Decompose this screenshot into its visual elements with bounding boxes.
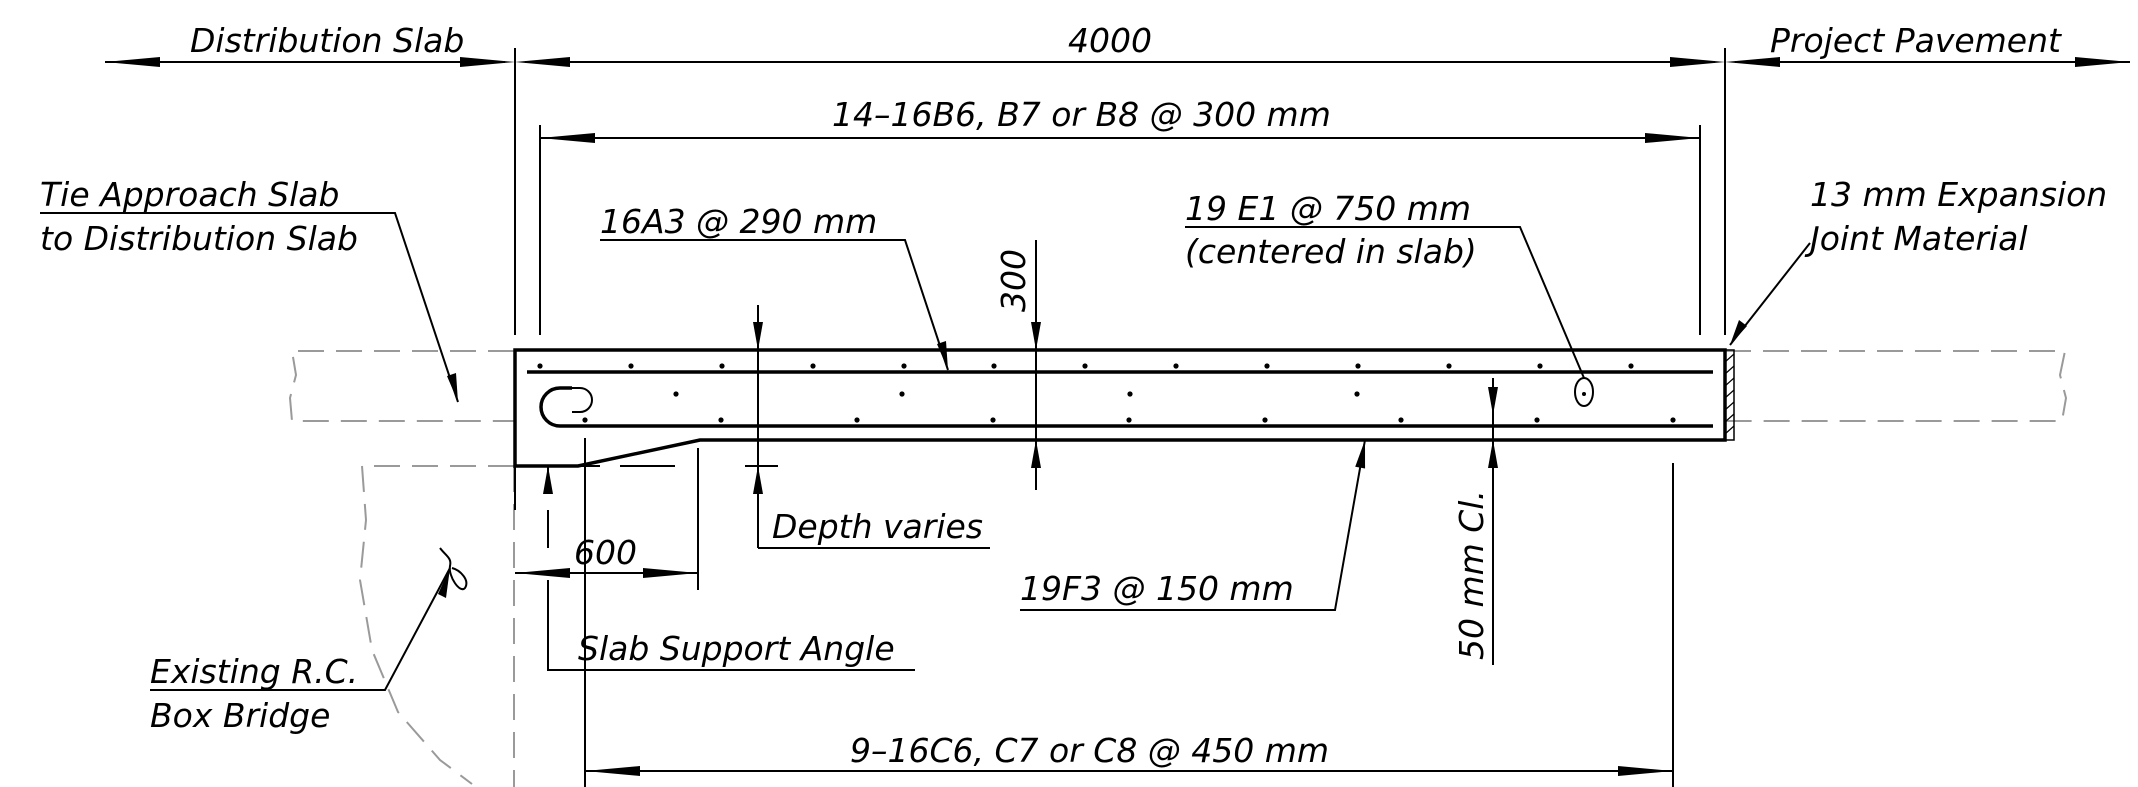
label-tie-line1: Tie Approach Slab [40,175,339,214]
top-bar-dot [810,363,816,369]
adjacent-slabs-outline [288,350,2068,787]
leader-lines [40,212,1811,691]
mid-transverse-bars [673,391,1360,397]
label-support-angle: Slab Support Angle [578,629,895,668]
top-bar-dot [1537,363,1543,369]
label-top-bars: 14–16B6, B7 or B8 @ 300 mm [832,95,1331,134]
reinforcement [527,370,1713,428]
top-bar-dot [628,363,634,369]
top-bar-dot [1082,363,1088,369]
mid-bar-dot [899,391,905,397]
label-expansion-line2: Joint Material [1804,219,2028,258]
arrowheads [105,57,2130,776]
label-bar-e1: 19 E1 @ 750 mm [1185,189,1471,228]
label-project-pavement: Project Pavement [1770,21,2062,60]
bottom-bar-dot [854,417,860,423]
label-existing-line2: Box Bridge [150,696,330,735]
label-overall-length: 4000 [1068,21,1152,60]
mid-bar-dot [673,391,679,397]
drawing-labels: Distribution Slab 4000 Project Pavement … [40,21,2107,770]
dimension-lines [105,48,2130,787]
bottom-bar-dot [1262,417,1268,423]
top-bar-dot [719,363,725,369]
top-bar-dot [1264,363,1270,369]
bottom-bar-dot [718,417,724,423]
label-e1-note: (centered in slab) [1185,232,1477,271]
bottom-bar-dot [990,417,996,423]
top-bar-dot [991,363,997,369]
top-bar-dot [1628,363,1634,369]
label-distribution-slab: Distribution Slab [190,21,464,60]
mid-bar-dot [1127,391,1133,397]
top-bar-dot [1355,363,1361,369]
top-bar-dot [1173,363,1179,369]
label-existing-line1: Existing R.C. [150,652,358,691]
label-bottom-bars: 9–16C6, C7 or C8 @ 450 mm [850,731,1329,770]
label-dim-600: 600 [574,533,637,572]
label-thickness: 300 [994,249,1033,312]
bottom-transverse-bars [582,417,1676,423]
bottom-bar-dot [582,417,588,423]
label-depth-varies: Depth varies [772,507,983,546]
top-bar-dot [537,363,543,369]
label-cover: 50 mm Cl. [1452,490,1491,660]
approach-slab [513,348,1735,510]
bottom-bar-dot [1534,417,1540,423]
bottom-bar-dot [1398,417,1404,423]
top-bar-dot [901,363,907,369]
top-transverse-bars [537,363,1634,369]
bottom-bar-dot [1126,417,1132,423]
mid-bar-dot [1354,391,1360,397]
label-expansion-line1: 13 mm Expansion [1810,175,2107,214]
label-tie-line2: to Distribution Slab [40,219,358,258]
label-bar-f3: 19F3 @ 150 mm [1020,569,1294,608]
top-bar-dot [1446,363,1452,369]
bottom-bar-dot [1670,417,1676,423]
label-bar-a3: 16A3 @ 290 mm [600,202,877,241]
